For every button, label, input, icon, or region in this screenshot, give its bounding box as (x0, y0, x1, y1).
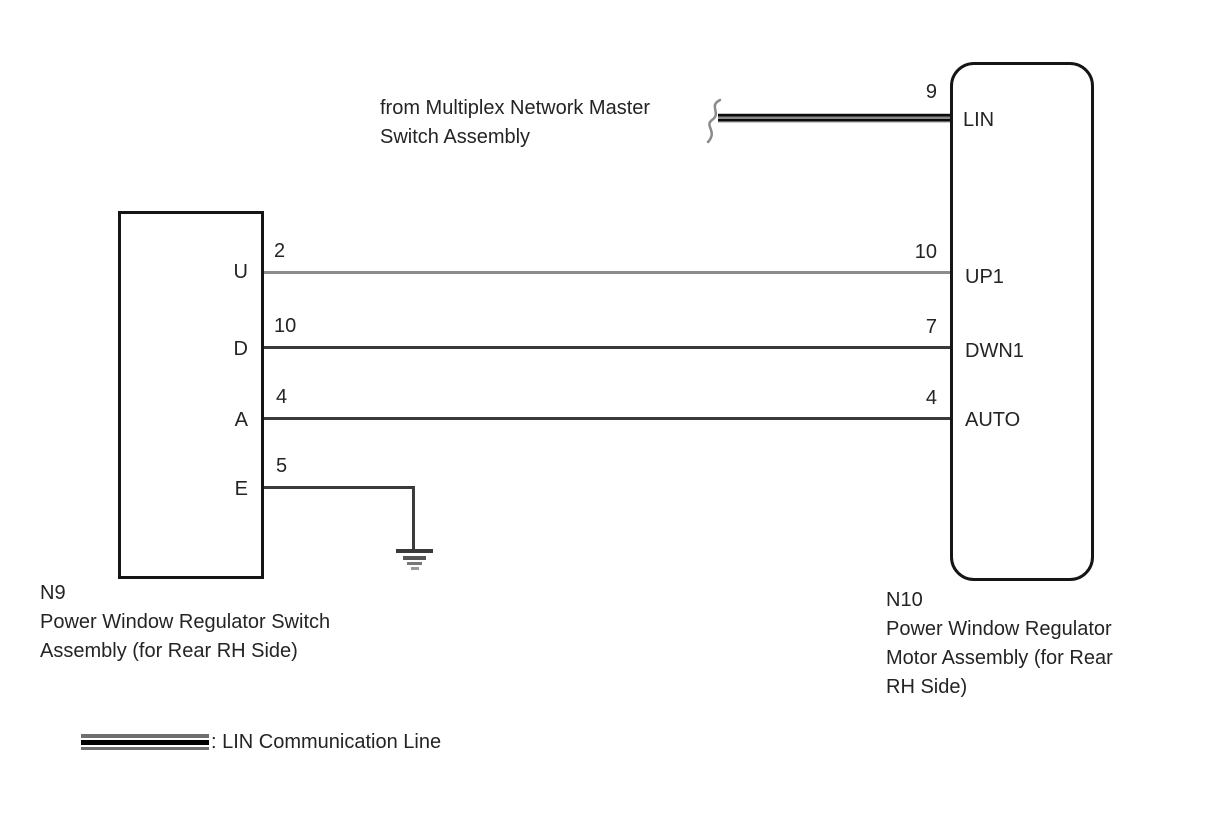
right-component-name3: RH Side) (886, 676, 968, 698)
left-component-name2: Assembly (for Rear RH Side) (40, 640, 298, 662)
source-note-line1: from Multiplex Network Master (380, 97, 651, 119)
lin-communication-line (718, 113, 950, 123)
wire-e-horizontal (264, 486, 415, 489)
motor-assembly-box (950, 62, 1094, 581)
terminal-label-up1: UP1 (965, 266, 1004, 288)
left-component-id: N9 (40, 582, 66, 604)
line-break-squiggle-icon (706, 98, 722, 144)
pin-number-e: 5 (276, 455, 288, 477)
terminal-label-auto: AUTO (965, 409, 1021, 431)
pin-number-up1: 10 (914, 241, 937, 263)
left-component-caption: N9 Power Window Regulator Switch Assembl… (40, 579, 330, 666)
right-component-id: N10 (886, 589, 923, 611)
switch-assembly-box (118, 211, 264, 579)
pin-number-u: 2 (274, 240, 286, 262)
terminal-label-e: E (234, 478, 248, 500)
terminal-label-a: A (234, 409, 248, 431)
pin-number-a: 4 (276, 386, 288, 408)
pin-number-auto: 4 (925, 387, 937, 409)
pin-number-d: 10 (274, 315, 297, 337)
lin-line-legend-swatch (81, 734, 209, 750)
right-component-name1: Power Window Regulator (886, 618, 1112, 640)
source-note: from Multiplex Network Master Switch Ass… (380, 94, 650, 152)
wire-d-to-dwn1 (264, 346, 950, 349)
wire-e-vertical (412, 486, 415, 550)
right-component-name2: Motor Assembly (for Rear (886, 647, 1113, 669)
terminal-label-d: D (233, 338, 248, 360)
source-note-line2: Switch Assembly (380, 126, 531, 148)
right-component-caption: N10 Power Window Regulator Motor Assembl… (886, 586, 1113, 702)
wire-u-to-up1 (264, 271, 950, 274)
terminal-label-u: U (233, 261, 248, 283)
left-component-name1: Power Window Regulator Switch (40, 611, 331, 633)
pin-number-lin: 9 (925, 81, 937, 103)
terminal-label-dwn1: DWN1 (965, 340, 1024, 362)
legend-label: : LIN Communication Line (211, 731, 442, 753)
wire-a-to-auto (264, 417, 950, 420)
terminal-label-lin: LIN (963, 109, 995, 131)
pin-number-dwn1: 7 (925, 316, 937, 338)
